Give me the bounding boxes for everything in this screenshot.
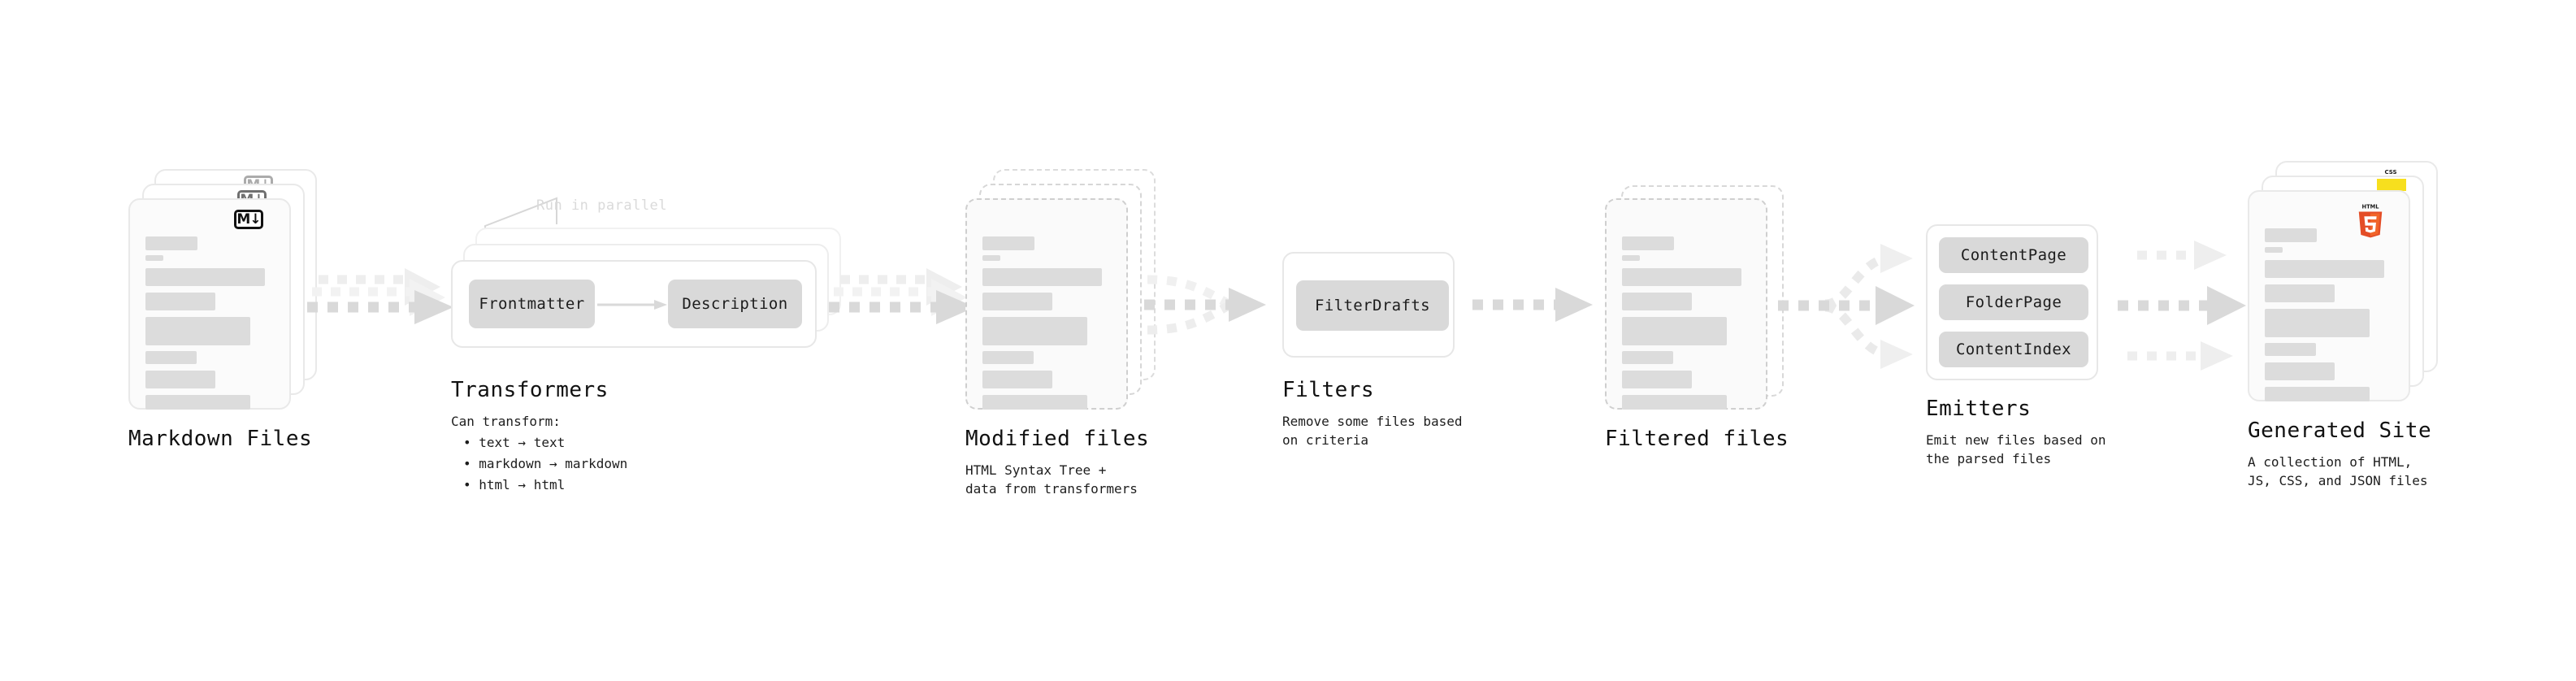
markdown-card-front: M↓ (128, 198, 291, 410)
arrow-emitters-to-site (2118, 241, 2246, 371)
skeleton-line (2265, 309, 2370, 337)
skeleton-line (145, 371, 215, 388)
markdown-icon-letter: M (236, 210, 250, 228)
skeleton-line (2265, 387, 2370, 401)
skeleton-line (1622, 351, 1673, 364)
arrow-markdown-to-transformers (307, 268, 453, 324)
stage-caption-emitters: Emit new files based on the parsed files (1926, 432, 2106, 466)
stage-title-generated-site: Generated Site (2248, 419, 2432, 443)
stage-title-transformers: Transformers (451, 378, 609, 402)
transformers-bullet-1: • markdown → markdown (463, 456, 628, 471)
skeleton-line (982, 255, 1000, 261)
skeleton-line (145, 268, 265, 286)
transformer-pill-frontmatter[interactable]: Frontmatter (469, 280, 595, 328)
skeleton-line (982, 236, 1034, 250)
arrow-transformers-to-modified (829, 268, 975, 324)
skeleton-line (1622, 395, 1727, 410)
arrow-filters-to-filtered (1472, 288, 1593, 322)
stage-title-modified-files: Modified files (965, 427, 1150, 451)
skeleton-line (2265, 247, 2283, 253)
skeleton-line (982, 317, 1087, 345)
markdown-icon: M↓ (234, 210, 263, 229)
skeleton-line (145, 317, 250, 345)
skeleton-line (1622, 236, 1674, 250)
skeleton-line (982, 293, 1052, 310)
skeleton-line (1622, 268, 1741, 286)
markdown-icon-arrow: ↓ (249, 210, 261, 228)
emitters-group: ContentPage FolderPage ContentIndex (1926, 224, 2098, 380)
html5-icon: HTML (2358, 204, 2383, 238)
skeleton-line (2265, 362, 2335, 380)
skeleton-line (2265, 343, 2316, 356)
skeleton-line (145, 293, 215, 310)
emitter-pill-contentpage[interactable]: ContentPage (1939, 237, 2088, 273)
css3-icon-label: CSS (2384, 169, 2397, 176)
modified-card-front (965, 198, 1128, 410)
filter-pill-filterdrafts[interactable]: FilterDrafts (1296, 280, 1449, 331)
stage-title-emitters: Emitters (1926, 397, 2032, 421)
emitter-pill-folderpage[interactable]: FolderPage (1939, 284, 2088, 320)
stage-title-filters: Filters (1282, 378, 1375, 402)
transformers-bullet-2: • html → html (463, 477, 566, 492)
transformers-bullet-0: • text → text (463, 435, 566, 450)
skeleton-line (2265, 228, 2317, 242)
javascript-icon (2377, 179, 2406, 191)
stage-title-filtered-files: Filtered files (1605, 427, 1789, 451)
arrow-filtered-to-emitters (1778, 244, 1915, 369)
skeleton-line (1622, 293, 1692, 310)
skeleton-line (1622, 255, 1640, 261)
filtered-card-front (1605, 198, 1767, 410)
arrow-modified-to-filters (1144, 275, 1266, 335)
stage-title-markdown-files: Markdown Files (128, 427, 313, 451)
emitter-pill-contentindex[interactable]: ContentIndex (1939, 332, 2088, 367)
skeleton-line (982, 351, 1034, 364)
skeleton-line (1622, 317, 1727, 345)
html5-icon-label: HTML (2362, 204, 2380, 210)
skeleton-line (2265, 284, 2335, 302)
skeleton-line (145, 255, 163, 261)
skeleton-line (145, 395, 250, 410)
skeleton-line (145, 236, 197, 250)
transformer-inner-arrow (597, 300, 667, 310)
stage-caption-transformers: Can transform: (451, 414, 561, 429)
filters-group: FilterDrafts (1282, 252, 1455, 358)
skeleton-line (982, 268, 1102, 286)
site-card-front: HTML (2248, 190, 2410, 401)
skeleton-line (145, 351, 197, 364)
stage-caption-filters: Remove some files based on criteria (1282, 414, 1463, 448)
skeleton-line (1622, 371, 1692, 388)
stage-caption-modified-files: HTML Syntax Tree + data from transformer… (965, 462, 1138, 497)
skeleton-line (2265, 260, 2384, 278)
run-in-parallel-label: Run in parallel (536, 197, 668, 214)
transformer-pill-description[interactable]: Description (668, 280, 802, 328)
skeleton-line (982, 395, 1087, 410)
stage-caption-generated-site: A collection of HTML, JS, CSS, and JSON … (2248, 454, 2428, 488)
skeleton-line (982, 371, 1052, 388)
transformer-group-front: Frontmatter Description (451, 260, 817, 348)
